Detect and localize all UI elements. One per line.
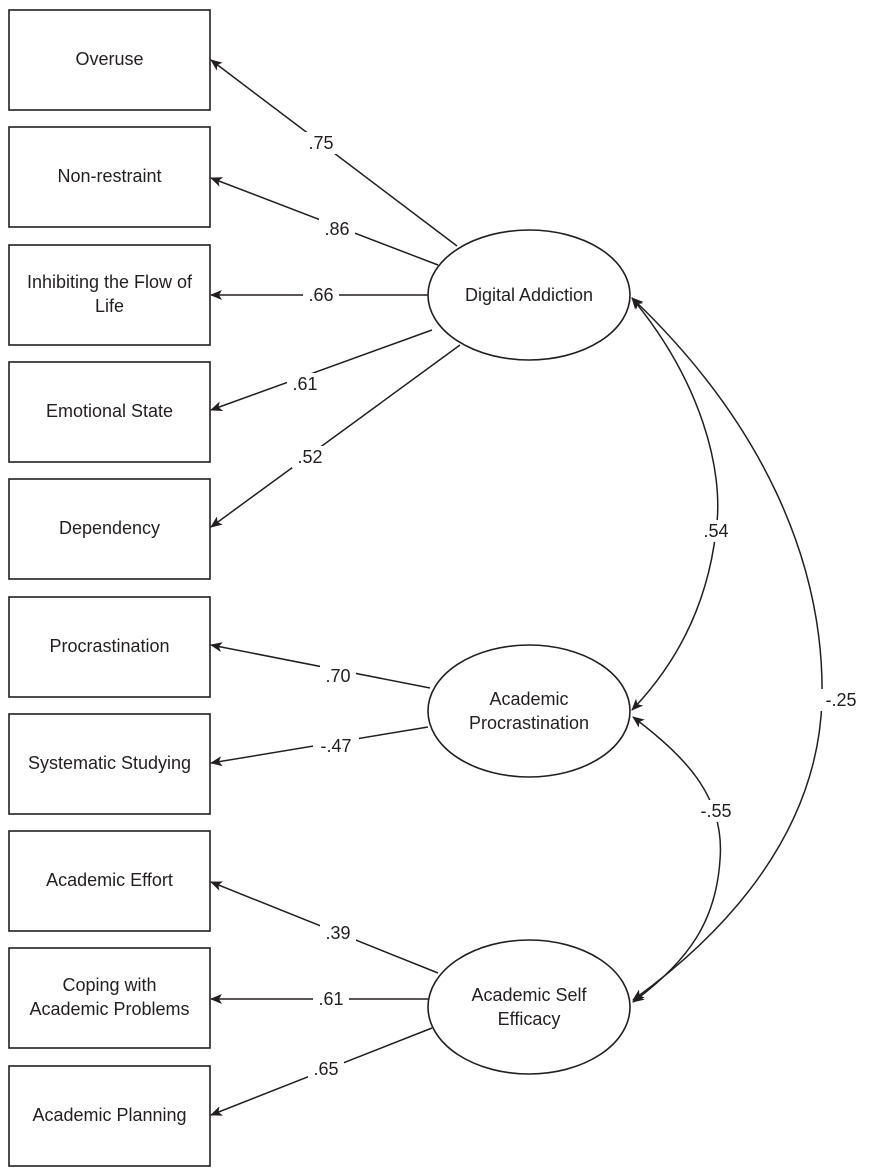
latent-academic-procrastination-label-line: Procrastination <box>469 713 589 733</box>
loading-value-dependency-bg <box>292 446 328 468</box>
indicator-non-restraint-label-line: Non-restraint <box>57 166 161 186</box>
indicator-procrastination-box <box>8 596 211 698</box>
indicator-academic-planning-box <box>8 1065 211 1167</box>
indicator-emotional-state-label: Emotional State <box>46 401 173 421</box>
correlation-ap-ase-value: -.55 <box>700 801 731 821</box>
indicator-non-restraint: Non-restraint <box>8 126 211 228</box>
latent-digital-addiction-label-line: Digital Addiction <box>465 285 593 305</box>
loading-value-dependency: .52 <box>297 447 322 467</box>
indicator-systematic-studying-label: Systematic Studying <box>28 753 191 773</box>
loading-value-overuse: .75 <box>308 133 333 153</box>
loading-path-dependency <box>210 344 461 528</box>
indicator-systematic-studying: Systematic Studying <box>8 713 211 815</box>
loading-value-non-restraint: .86 <box>324 219 349 239</box>
indicator-academic-planning: Academic Planning <box>8 1065 211 1167</box>
indicator-non-restraint-box <box>8 126 211 228</box>
correlation-da-ase-value-bg <box>818 689 864 711</box>
indicator-inhibiting-the-flow-of-life-label: Inhibiting the Flow of Life <box>27 272 193 316</box>
indicator-coping-with-academic-problems-label-line: Coping with <box>62 975 156 995</box>
latent-academic-self-efficacy-label-line: Academic Self <box>471 985 587 1005</box>
indicator-procrastination-label: Procrastination <box>49 636 169 656</box>
indicator-academic-planning-label: Academic Planning <box>32 1105 186 1125</box>
latent-digital-addiction: Digital Addiction <box>427 229 631 361</box>
indicator-overuse-label: Overuse <box>75 49 143 69</box>
indicator-emotional-state: Emotional State <box>8 361 211 463</box>
indicator-inhibiting-the-flow-of-life-label-line: Life <box>95 296 124 316</box>
correlation-da-ase-value: -.25 <box>825 690 856 710</box>
loading-value-academic-effort: .39 <box>325 923 350 943</box>
loading-value-emotional-state-bg <box>287 373 323 395</box>
indicator-procrastination-label-line: Procrastination <box>49 636 169 656</box>
indicator-academic-effort-label: Academic Effort <box>46 870 173 890</box>
indicator-overuse-box <box>8 9 211 111</box>
latent-digital-addiction-ellipse <box>427 229 631 361</box>
indicator-coping-with-academic-problems-box <box>8 947 211 1049</box>
loading-value-coping-with-academic-problems: .61 <box>318 989 343 1009</box>
indicator-inhibiting-the-flow-of-life-label-line: Inhibiting the Flow of <box>27 272 193 292</box>
indicator-inhibiting-the-flow-of-life-box <box>8 244 211 346</box>
indicator-emotional-state-box <box>8 361 211 463</box>
latent-academic-self-efficacy-label-line: Efficacy <box>498 1009 561 1029</box>
latent-academic-self-efficacy-ellipse <box>427 939 631 1075</box>
latent-digital-addiction-label: Digital Addiction <box>465 285 593 305</box>
indicator-academic-effort-label-line: Academic Effort <box>46 870 173 890</box>
latent-academic-procrastination-ellipse <box>427 644 631 778</box>
latent-academic-procrastination-label-line: Academic <box>489 689 568 709</box>
loading-value-systematic-studying: -.47 <box>320 736 351 756</box>
loading-value-systematic-studying-bg <box>313 735 359 757</box>
correlation-da-ap-value: .54 <box>703 521 728 541</box>
correlation-da-ap-path <box>631 297 719 711</box>
indicator-emotional-state-label-line: Emotional State <box>46 401 173 421</box>
indicator-inhibiting-the-flow-of-life: Inhibiting the Flow of Life <box>8 244 211 346</box>
correlation-da-ase-path <box>631 297 823 1001</box>
indicator-overuse-label-line: Overuse <box>75 49 143 69</box>
indicator-systematic-studying-label-line: Systematic Studying <box>28 753 191 773</box>
indicator-academic-effort: Academic Effort <box>8 830 211 932</box>
correlation-ap-ase-value-bg <box>693 800 739 822</box>
indicator-dependency-label-line: Dependency <box>59 518 160 538</box>
indicator-dependency-box <box>8 478 211 580</box>
loading-value-overuse-bg <box>303 132 339 154</box>
indicator-procrastination: Procrastination <box>8 596 211 698</box>
indicator-systematic-studying-box <box>8 713 211 815</box>
correlation-da-ap-value-bg <box>698 520 734 542</box>
indicator-overuse: Overuse <box>8 9 211 111</box>
loading-value-inhibiting-the-flow-of-life-bg <box>303 284 339 306</box>
loading-path-emotional-state <box>210 329 433 411</box>
loading-value-emotional-state: .61 <box>292 374 317 394</box>
loading-value-non-restraint-bg <box>319 218 355 240</box>
loading-value-academic-effort-bg <box>320 922 356 944</box>
indicator-academic-effort-box <box>8 830 211 932</box>
loading-value-inhibiting-the-flow-of-life: .66 <box>308 285 333 305</box>
correlation-ap-ase-path <box>632 716 722 1003</box>
loading-value-academic-planning-bg <box>308 1058 344 1080</box>
loading-value-academic-planning: .65 <box>313 1059 338 1079</box>
indicator-non-restraint-label: Non-restraint <box>57 166 161 186</box>
indicator-dependency: Dependency <box>8 478 211 580</box>
indicator-dependency-label: Dependency <box>59 518 160 538</box>
indicator-academic-planning-label-line: Academic Planning <box>32 1105 186 1125</box>
loading-value-procrastination: .70 <box>325 666 350 686</box>
loading-value-coping-with-academic-problems-bg <box>313 988 349 1010</box>
loading-value-procrastination-bg <box>320 665 356 687</box>
indicator-coping-with-academic-problems-label-line: Academic Problems <box>29 999 189 1019</box>
